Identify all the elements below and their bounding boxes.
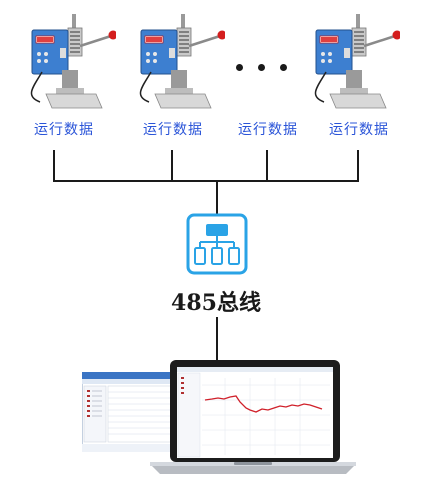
laptop [150, 360, 356, 474]
spring-tester-image [139, 14, 225, 109]
device-2-label: 运行数据 [143, 122, 203, 138]
network-hub-icon [186, 213, 248, 275]
spring-tester-image [314, 14, 400, 109]
drop-line-4 [357, 150, 359, 182]
drop-line-3 [266, 150, 268, 182]
device-4-label: 运行数据 [329, 122, 389, 138]
trend-line [204, 395, 323, 413]
trunk-line-lower [216, 317, 218, 363]
device-1-label: 运行数据 [34, 122, 94, 138]
machine-3 [314, 14, 400, 109]
machine-2 [139, 14, 225, 109]
bus-line [53, 180, 359, 182]
bus-label: 485总线 [171, 290, 261, 316]
drop-line-2 [171, 150, 173, 182]
device-3-label: 运行数据 [238, 122, 298, 138]
ellipsis-icon [232, 58, 292, 78]
spring-tester-image [30, 14, 116, 109]
trunk-line-upper [216, 180, 218, 214]
drop-line-1 [53, 150, 55, 182]
machine-1 [30, 14, 116, 109]
